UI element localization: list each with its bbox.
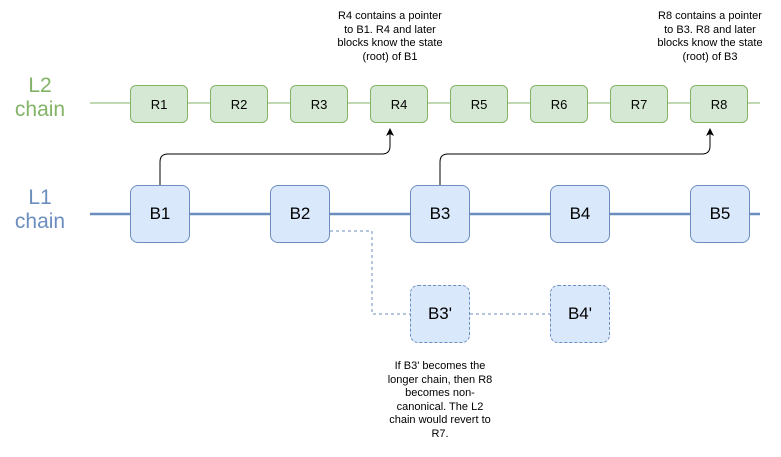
note-r4-line: to B1. R4 and later — [344, 23, 436, 36]
l2-block-r7: R7 — [610, 85, 668, 123]
fork-connector-b2-b3prime — [330, 230, 410, 315]
fork-block-b3-prime: B3' — [410, 285, 470, 343]
note-r4-line: R4 contains a pointer — [338, 10, 442, 22]
l1-block-b4: B4 — [550, 185, 610, 243]
l2-block-r8: R8 — [690, 85, 748, 123]
arrow-b3-to-r8 — [439, 128, 714, 185]
note-r4-line: blocks know the state — [337, 37, 443, 49]
l2-label-line1: L2 — [28, 74, 52, 97]
note-fork-line: If B3' becomes the — [394, 360, 486, 372]
l1-chain-label: L1 chain — [5, 186, 75, 234]
l1-block-b3: B3 — [410, 185, 470, 243]
l2-block-r1: R1 — [130, 85, 188, 123]
note-r8-line: to B3. R8 and later — [664, 23, 756, 36]
note-fork-line: becomes non- — [405, 387, 475, 399]
l1-block-b1: B1 — [130, 185, 190, 243]
note-r8-pointer: R8 contains a pointer to B3. R8 and late… — [635, 10, 781, 64]
note-r8-line: blocks know the state — [657, 37, 763, 49]
l1-label-line1: L1 — [28, 186, 52, 209]
arrow-b1-to-r4 — [159, 128, 394, 185]
note-fork-reorg: If B3' becomes the longer chain, then R8… — [365, 360, 515, 441]
l2-block-r2: R2 — [210, 85, 268, 123]
l2-chain-label: L2 chain — [5, 74, 75, 122]
note-fork-line: longer chain, then R8 — [387, 373, 493, 386]
note-fork-line: canonical. The L2 — [396, 400, 484, 413]
l2-block-r4: R4 — [370, 85, 428, 123]
note-fork-line: chain would revert to — [389, 414, 491, 426]
l2-block-r5: R5 — [450, 85, 508, 123]
l2-block-r3: R3 — [290, 85, 348, 123]
l1-label-line2: chain — [14, 210, 66, 233]
note-r8-line: (root) of B3 — [682, 50, 738, 63]
note-fork-line: R7. — [431, 427, 449, 440]
note-r4-line: (root) of B1 — [362, 50, 418, 63]
note-r4-pointer: R4 contains a pointer to B1. R4 and late… — [315, 10, 465, 64]
l1-block-b5: B5 — [690, 185, 750, 243]
l2-label-line2: chain — [14, 98, 66, 121]
l2-block-r6: R6 — [530, 85, 588, 123]
fork-block-b4-prime: B4' — [550, 285, 610, 343]
l1-block-b2: B2 — [270, 185, 330, 243]
note-r8-line: R8 contains a pointer — [658, 10, 762, 22]
